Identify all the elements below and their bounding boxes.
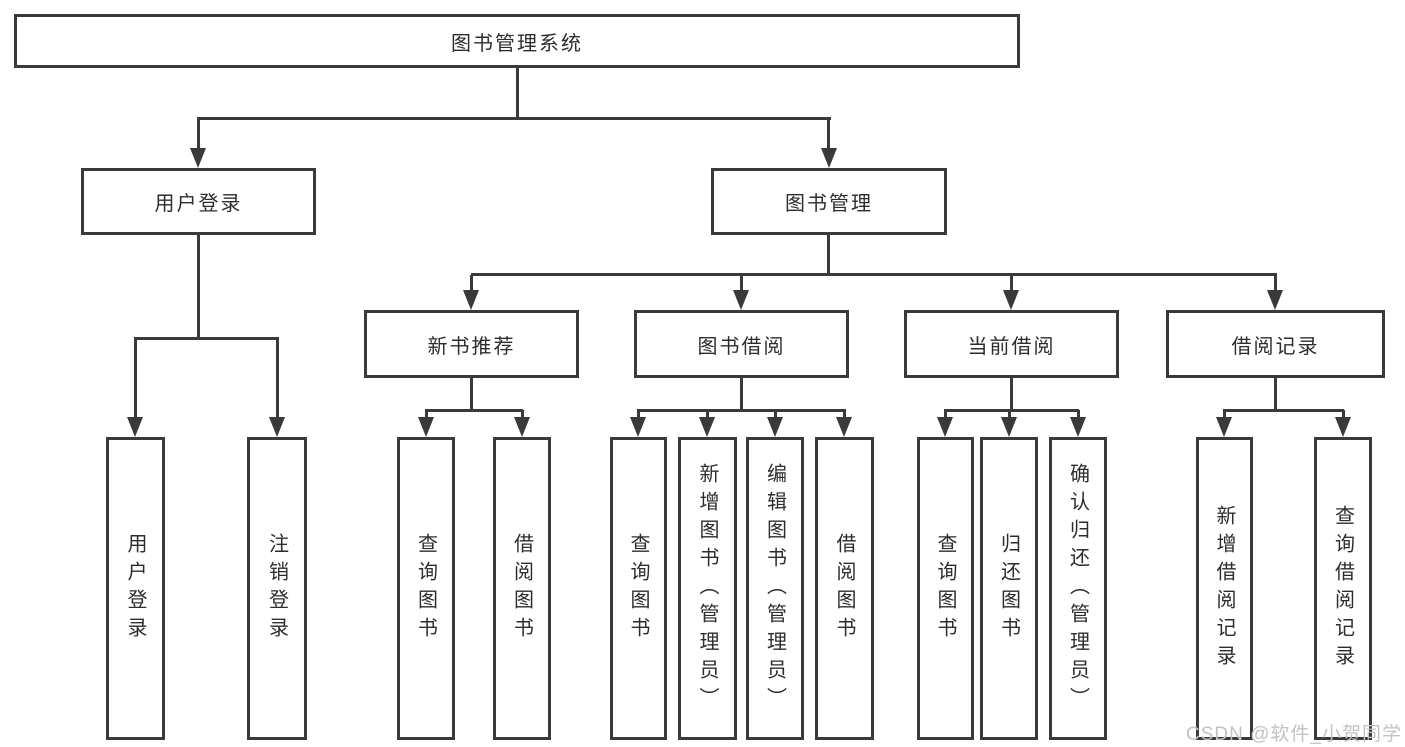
leaf-label: 新增图书（管理员） [696,462,718,715]
arrowhead-down-icon [630,417,646,437]
connector-line [740,275,743,292]
node-current-borrowing: 当前借阅 [904,310,1119,378]
node-new-book-recommend: 新书推荐 [364,310,579,378]
connector-line [134,338,137,418]
leaf-label: 新增借阅记录 [1213,504,1235,673]
arrowhead-down-icon [699,417,715,437]
arrowhead-down-icon [937,417,953,437]
leaf-user-login: 用户登录 [106,437,165,740]
leaf-label: 查询图书 [934,532,956,645]
leaf-label: 编辑图书（管理员） [763,462,786,715]
arrowhead-down-icon [733,290,749,310]
arrowhead-down-icon [127,417,143,437]
leaf-query-books-current: 查询图书 [917,437,974,740]
connector-line [706,410,709,419]
leaf-borrow-books: 借阅图书 [815,437,874,740]
arrowhead-down-icon [1335,417,1351,437]
connector-line [197,235,200,338]
connector-line [470,275,473,292]
leaf-label: 确认归还（管理员） [1066,462,1089,715]
connector-line [425,410,428,419]
connector-line [1274,275,1277,292]
arrowhead-down-icon [1267,290,1283,310]
leaf-return-book: 归还图书 [980,437,1038,740]
node-root: 图书管理系统 [14,14,1020,68]
connector-line [740,378,743,411]
leaf-label: 查询图书 [414,532,437,645]
arrowhead-down-icon [190,148,206,168]
connector-line [843,410,846,419]
connector-line [471,273,1277,276]
connector-line [470,378,473,411]
connector-line [425,409,523,412]
arrowhead-down-icon [269,417,285,437]
connector-line [1274,378,1277,411]
connector-line [1223,410,1226,419]
leaf-add-book-admin: 新增图书（管理员） [678,437,737,740]
leaf-query-books-borrowing: 查询图书 [610,437,667,740]
connector-line [944,410,947,419]
connector-line [1010,378,1013,411]
leaf-label: 借阅图书 [833,532,855,645]
connector-line [1223,409,1344,412]
arrowhead-down-icon [836,417,852,437]
arrowhead-down-icon [463,290,479,310]
connector-line [637,409,846,412]
leaf-query-books-recommend: 查询图书 [397,437,455,740]
connector-line [197,117,831,120]
leaf-label: 查询图书 [627,532,649,645]
node-user-login: 用户登录 [81,168,316,235]
node-book-management: 图书管理 [711,168,947,235]
leaf-confirm-return-admin: 确认归还（管理员） [1049,437,1107,740]
arrowhead-down-icon [1003,290,1019,310]
connector-line [276,338,279,418]
connector-line [197,118,200,150]
leaf-borrow-books-recommend: 借阅图书 [493,437,551,740]
connector-line [134,337,279,340]
connector-line [637,410,640,419]
connector-line [1008,410,1011,419]
leaf-query-borrow-record: 查询借阅记录 [1314,437,1372,740]
leaf-label: 用户登录 [124,532,146,645]
leaf-label: 注销登录 [265,532,288,645]
arrowhead-down-icon [767,417,783,437]
arrowhead-down-icon [1070,417,1086,437]
leaf-add-borrow-record: 新增借阅记录 [1196,437,1253,740]
connector-line [944,409,1079,412]
connector-line [1342,410,1345,419]
arrowhead-down-icon [1216,417,1232,437]
arrowhead-down-icon [1001,417,1017,437]
watermark: CSDN @软件_小贺同学 [1186,724,1402,745]
arrowhead-down-icon [418,417,434,437]
leaf-label: 借阅图书 [510,532,533,645]
node-borrowing-records: 借阅记录 [1166,310,1385,378]
node-book-borrowing: 图书借阅 [634,310,849,378]
connector-line [827,235,830,275]
leaf-label: 查询借阅记录 [1331,504,1354,673]
leaf-logout: 注销登录 [247,437,307,740]
connector-line [774,410,777,419]
leaf-label: 归还图书 [997,532,1020,645]
arrowhead-down-icon [514,417,530,437]
connector-line [521,410,524,419]
connector-line [1077,410,1080,419]
connector-line [516,68,519,120]
connector-line [827,118,830,150]
leaf-edit-book-admin: 编辑图书（管理员） [746,437,804,740]
arrowhead-down-icon [821,148,837,168]
connector-line [1010,275,1013,292]
